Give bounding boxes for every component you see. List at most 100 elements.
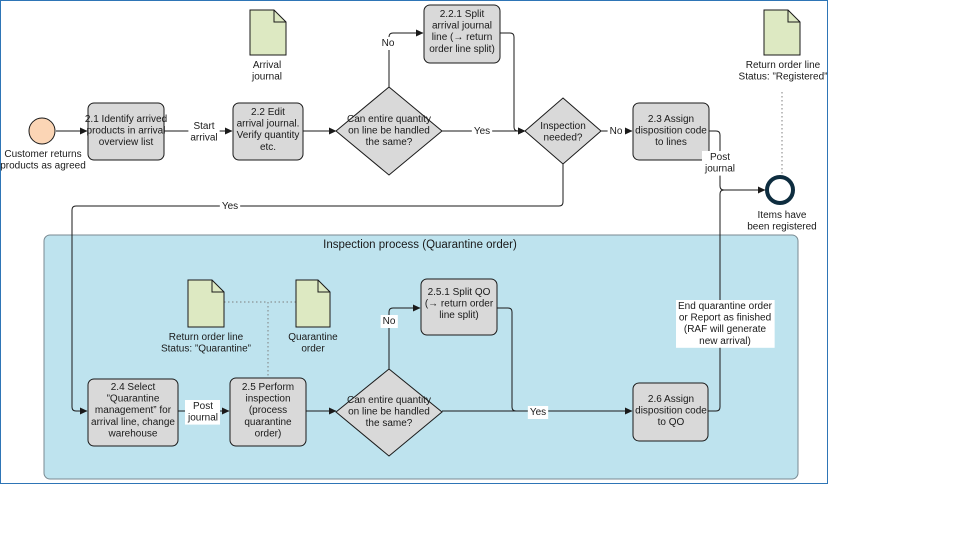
task-2-2-1 [423, 4, 501, 64]
text-line: Items have [758, 210, 807, 221]
text-line: Yes [530, 407, 546, 418]
text-line: Arrival [253, 60, 281, 71]
end-event [765, 175, 795, 205]
flow-gateway1-no-up [388, 29, 424, 87]
task-2-5 [229, 377, 307, 447]
text-line: 2.2 Edit [251, 107, 285, 118]
label-backing [607, 125, 625, 138]
text-line: order line split) [429, 44, 495, 55]
text-line: journal [187, 413, 218, 424]
label-backing [184, 400, 221, 425]
text-line: to QO [658, 417, 685, 428]
text-line: products in arrival [87, 126, 166, 137]
task-2-4 [87, 378, 179, 447]
text-line: (process [249, 405, 287, 416]
text-line: Start [193, 121, 214, 132]
label-backing [380, 315, 398, 328]
text-line: on line be handled [348, 126, 430, 137]
document-fold [211, 280, 224, 293]
text-line: products as agreed [0, 161, 86, 172]
text-line: End quarantine order [678, 301, 773, 312]
gateway-inspection-needed [524, 97, 602, 165]
text-line: (RAF will generate [684, 324, 767, 335]
document-fold [317, 280, 330, 293]
flow-2-2-1-to-inspection [500, 32, 526, 135]
flow-2-5-1-to-yes-line [497, 307, 517, 412]
text-line: Customer returns [4, 149, 81, 160]
label-backing [701, 151, 738, 176]
text-line: arrival journal. [237, 119, 300, 130]
task-2-1 [87, 102, 165, 161]
text-line: arrival journal [432, 21, 492, 32]
document-rol-registered-icon [763, 9, 801, 56]
text-line: disposition code [635, 126, 707, 137]
text-line: been registered [747, 222, 817, 233]
text-line: 2.6 Assign [648, 394, 694, 405]
label-backing [188, 120, 220, 145]
svg-text:No: No [610, 126, 623, 137]
text-line: inspection [245, 394, 290, 405]
text-line: 2.4 Select [111, 382, 156, 393]
text-line: line split) [439, 310, 478, 321]
text-line: Return order line [746, 60, 821, 71]
text-line: warehouse [108, 428, 158, 439]
document-fold [273, 10, 286, 23]
text-line: to lines [655, 137, 687, 148]
task-2-5-1 [420, 278, 498, 336]
svg-text:Yes: Yes [222, 201, 238, 212]
text-line: (→ return order [425, 299, 494, 310]
flow-label-no-inspection: No [607, 125, 625, 138]
svg-text:No: No [382, 38, 395, 49]
flow-label-no-top: No [379, 37, 397, 50]
text-line: 2.1 Identify arrived [85, 114, 167, 125]
task-2-3 [632, 102, 710, 161]
flow-label-no-bottom: No [380, 315, 398, 328]
text-line: Post [710, 152, 730, 163]
text-line: or Report as finished [679, 313, 771, 324]
text-line: Inspection [540, 121, 586, 132]
start-event [28, 117, 56, 145]
label-backing [676, 300, 775, 348]
text-line: line (→ return [432, 32, 493, 43]
label-backing [219, 200, 241, 213]
text-line: 2.5 Perform [242, 382, 294, 393]
text-line: journal [704, 164, 735, 175]
pool-title: Inspection process (Quarantine order) [323, 239, 517, 251]
text-line: new arrival) [699, 336, 751, 347]
text-line: order [301, 344, 325, 355]
text-line: the same? [366, 418, 413, 429]
gateway-entire-quantity-bottom [335, 368, 443, 457]
task-2-2 [232, 102, 304, 161]
flow-2-6-to-end [708, 189, 725, 412]
flow-inspection-yes [71, 164, 564, 415]
text-line: disposition code [635, 406, 707, 417]
association-quarantine-status [224, 301, 269, 376]
flow-label-yes-inspection: Yes [219, 200, 241, 213]
text-line: Status: ”Registered” [739, 72, 828, 83]
flow-gateway3-no-up [388, 304, 421, 369]
text-line: Verify quantity [237, 130, 300, 141]
text-line: No [382, 38, 395, 49]
text-line: 2.3 Assign [648, 114, 694, 125]
text-line: Yes [474, 126, 490, 137]
text-line: needed? [544, 133, 583, 144]
document-rol-quarantine-icon [187, 279, 225, 328]
text-line: arrival line, change [91, 417, 175, 428]
document-quarantine-order-icon [295, 279, 331, 328]
